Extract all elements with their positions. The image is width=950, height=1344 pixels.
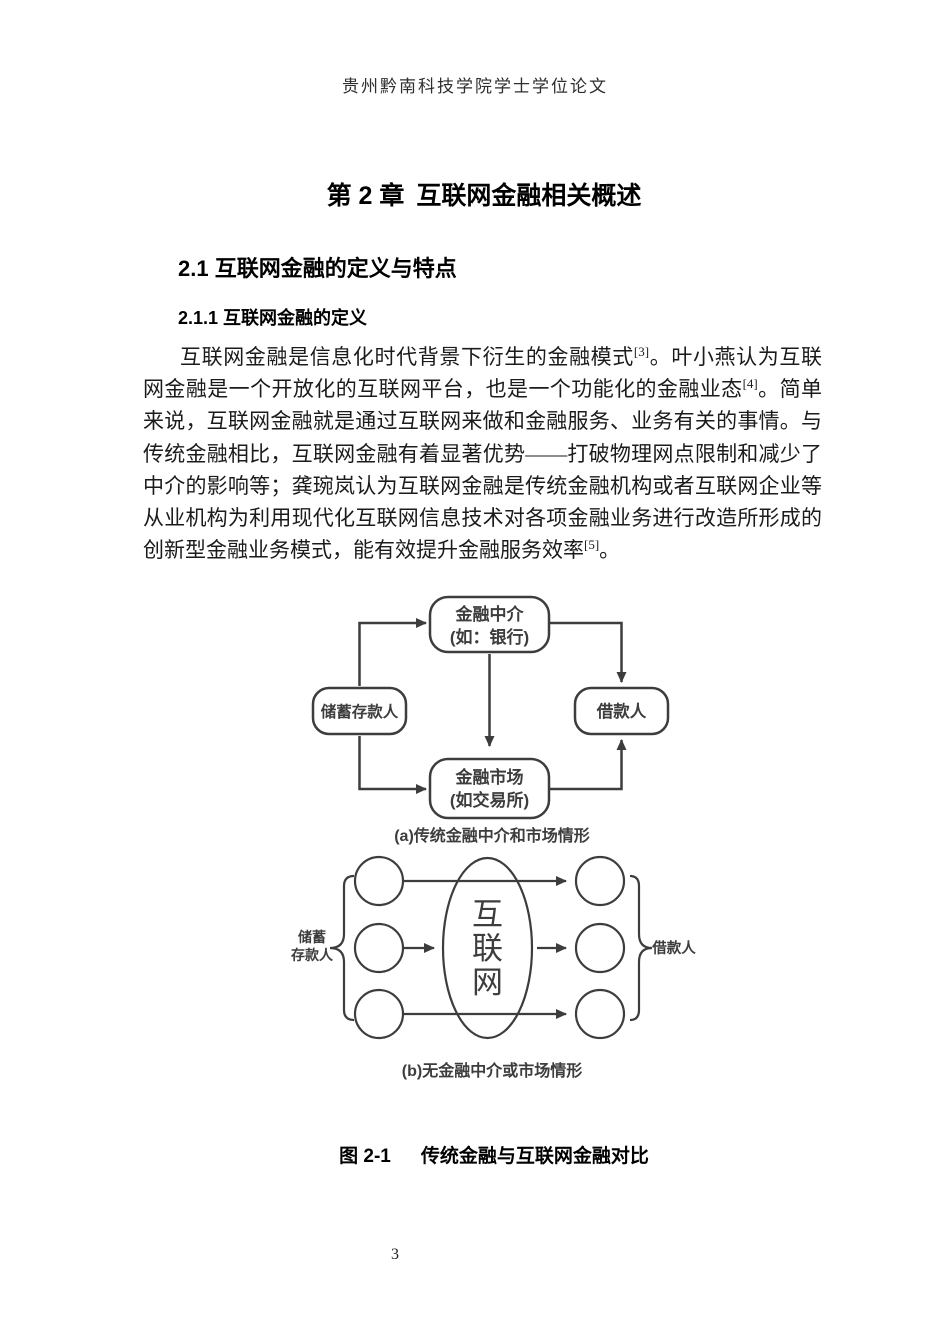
- panel-b-depositors-label-line1: 储蓄: [297, 929, 326, 945]
- borrower-node-1: [574, 855, 626, 907]
- depositor-node-3: [353, 988, 405, 1040]
- chapter-title: 第 2 章 互联网金融相关概述: [9, 176, 950, 212]
- chapter-number: 第 2 章: [326, 182, 405, 210]
- page-number: 3: [391, 1246, 399, 1263]
- citation-superscript: [5]: [584, 537, 600, 553]
- running-header: 贵州黔南科技学院学士学位论文: [342, 77, 608, 96]
- arrow-depositor-to-intermediary: [358, 618, 427, 686]
- internet-char-3: 网: [472, 965, 503, 1000]
- financial-market-label-line2: (如交易所): [450, 790, 529, 810]
- body-paragraph: 互联网金融是信息化时代背景下衍生的金融模式[3]。叶小燕认为互联网金融是一个开放…: [143, 341, 822, 566]
- section-title: 2.1 互联网金融的定义与特点: [178, 256, 457, 281]
- internet-ellipse: [441, 856, 534, 1040]
- citation-superscript: [4]: [742, 376, 758, 392]
- internet-char-2: 联: [472, 931, 503, 966]
- financial-intermediary-label-line2: (如：银行): [450, 627, 529, 647]
- borrowers-box: [573, 686, 670, 736]
- arrow-market-to-borrower: [549, 739, 627, 791]
- internet-char-1: 互: [472, 897, 503, 932]
- depositors-box: [311, 686, 408, 736]
- depositors-label: 储蓄存款人: [320, 702, 399, 721]
- paragraph-text: 互联网金融是信息化时代背景下衍生的金融模式: [180, 345, 634, 369]
- panel-b-depositors-label-line2: 存款人: [291, 947, 334, 963]
- financial-market-box: [428, 757, 551, 820]
- panel-b-borrowers-label: 借款人: [651, 939, 696, 957]
- right-brace: [629, 874, 653, 1022]
- panel-a: 金融中介 (如：银行) 储蓄存款人 借款人 金融市场 (如交易所) (a)传统金…: [311, 595, 670, 845]
- panel-a-caption: (a)传统金融中介和市场情形: [394, 826, 590, 845]
- figure-caption: 图 2-1 传统金融与互联网金融对比: [19, 1141, 950, 1168]
- financial-intermediary-box: [428, 595, 551, 654]
- depositor-node-2: [353, 922, 405, 974]
- arrow-depositor-to-market: [358, 736, 427, 794]
- arrow-intermediary-to-borrower: [549, 621, 627, 683]
- panel-b: 互 联 网 储蓄 存款人 借款人 (b)无金融中介或市场情形: [291, 855, 696, 1080]
- borrower-node-3: [574, 988, 626, 1040]
- subsection-title: 2.1.1 互联网金融的定义: [178, 308, 368, 328]
- paragraph-text: 。简单来说，互联网金融就是通过互联网来做和金融服务、业务有关的事情。与传统金融相…: [143, 377, 823, 563]
- depositor-node-1: [353, 855, 405, 907]
- chapter-name: 互联网金融相关概述: [416, 182, 642, 210]
- citation-superscript: [3]: [633, 344, 650, 359]
- financial-market-label-line1: 金融市场: [455, 767, 524, 787]
- left-brace: [329, 874, 355, 1022]
- borrower-node-2: [574, 922, 626, 974]
- figure-label: 图 2-1: [339, 1146, 391, 1167]
- financial-intermediary-label-line1: 金融中介: [455, 604, 525, 624]
- paragraph-text: 。: [599, 538, 621, 563]
- borrowers-label: 借款人: [596, 701, 647, 721]
- figure-2-1-diagram: 金融中介 (如：银行) 储蓄存款人 借款人 金融市场 (如交易所) (a)传统金…: [291, 595, 696, 1080]
- figure-title: 传统金融与互联网金融对比: [420, 1146, 649, 1167]
- panel-b-caption: (b)无金融中介或市场情形: [402, 1061, 582, 1080]
- paragraph-text: 。叶小燕认为互联网金融是一个开放化的互联网平台，也是一个功能化的金融业态: [143, 345, 823, 402]
